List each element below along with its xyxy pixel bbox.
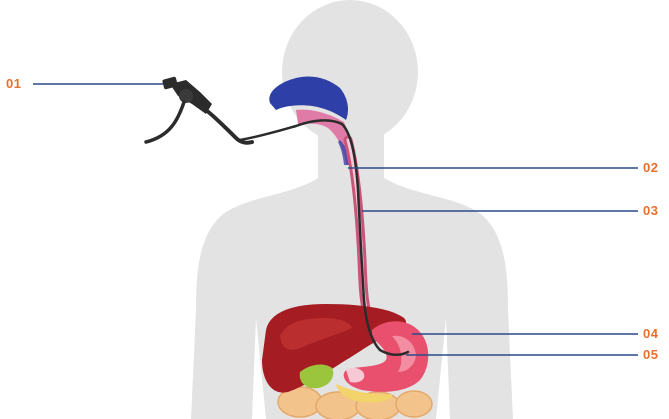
endoscope-icon (146, 76, 252, 142)
label-04: 04 (643, 326, 658, 341)
label-05: 05 (643, 347, 658, 362)
label-01: 01 (6, 76, 21, 91)
label-03: 03 (643, 203, 658, 218)
label-02: 02 (643, 160, 658, 175)
